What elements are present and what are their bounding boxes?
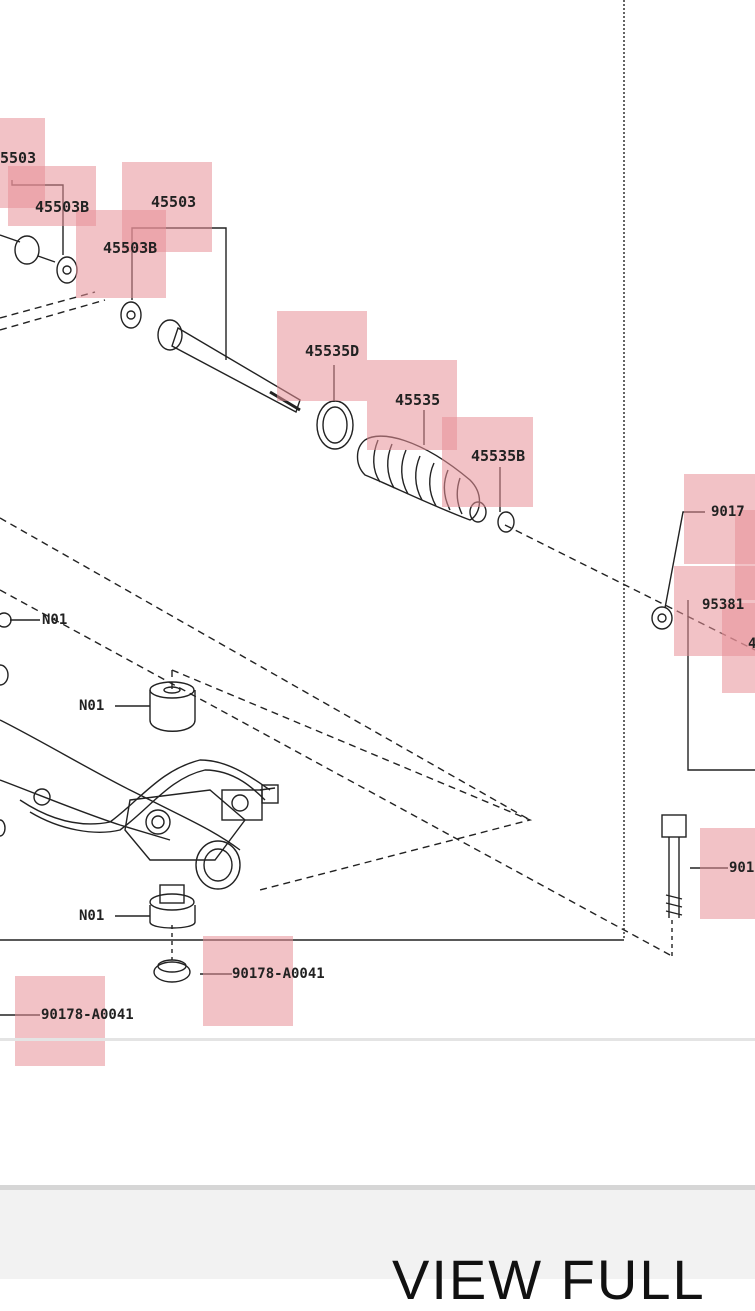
part-label-95381[interactable]: 95381 bbox=[702, 597, 745, 613]
part-label-45503b-b[interactable]: 45503B bbox=[103, 239, 158, 257]
highlight-45535d[interactable] bbox=[277, 311, 367, 401]
part-label-4[interactable]: 4 bbox=[748, 636, 755, 652]
view-full-button[interactable]: VIEW FULL bbox=[392, 1248, 706, 1311]
part-label-45535d[interactable]: 45535D bbox=[305, 342, 360, 360]
part-label-n01-a[interactable]: N01 bbox=[42, 612, 68, 628]
part-label-9017[interactable]: 9017 bbox=[711, 504, 745, 520]
part-label-45503-a[interactable]: 5503 bbox=[0, 149, 37, 167]
diagram-drawing bbox=[0, 0, 755, 1016]
highlight-45535b[interactable] bbox=[442, 417, 533, 507]
part-label-45503-b[interactable]: 45503 bbox=[151, 193, 197, 211]
part-label-n01-b[interactable]: N01 bbox=[79, 698, 105, 714]
section-divider bbox=[0, 1038, 755, 1041]
part-label-90178-b[interactable]: 90178-A0041 bbox=[41, 1007, 134, 1023]
highlight-4[interactable] bbox=[722, 603, 755, 693]
part-label-n01-c[interactable]: N01 bbox=[79, 908, 105, 924]
part-label-90178-a[interactable]: 90178-A0041 bbox=[232, 966, 325, 982]
highlight-901[interactable] bbox=[700, 828, 755, 919]
part-label-45503b-a[interactable]: 45503B bbox=[35, 198, 90, 216]
part-label-901[interactable]: 901 bbox=[729, 860, 755, 876]
highlight-90178-b[interactable] bbox=[15, 976, 105, 1066]
highlight-90178-a[interactable] bbox=[203, 936, 293, 1026]
bottom-action-bar bbox=[0, 1185, 755, 1279]
parts-diagram: 5503 45503B 45503 45503B 45535D 45535 45… bbox=[0, 0, 755, 1066]
highlight-45503b-b[interactable] bbox=[76, 210, 166, 298]
part-label-45535b[interactable]: 45535B bbox=[471, 447, 526, 465]
part-label-45535[interactable]: 45535 bbox=[395, 391, 441, 409]
